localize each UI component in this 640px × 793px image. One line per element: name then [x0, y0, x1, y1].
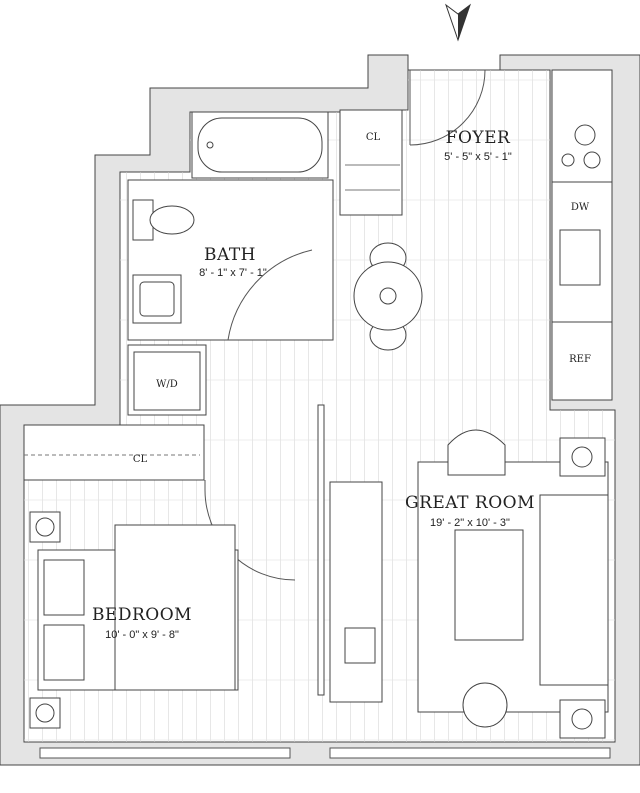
living-furniture [329, 429, 609, 739]
dining-table [353, 242, 423, 351]
windows [39, 747, 611, 759]
bed [29, 511, 239, 729]
foyer-label: FOYER [446, 128, 511, 148]
bedroom-closet: CL [23, 424, 205, 481]
entry-door [409, 69, 486, 146]
great-room-dims: 19' - 2" x 10' - 3" [430, 517, 510, 529]
bath-room: BATH 8' - 1" x 7' - 1" [127, 111, 334, 341]
great-room-label: GREAT ROOM [405, 493, 535, 513]
washer-dryer: W/D [127, 344, 207, 416]
bedroom-label: BEDROOM [92, 605, 192, 625]
foyer-dims: 5' - 5" x 5' - 1" [444, 151, 512, 163]
washer-dryer-label: W/D [156, 379, 178, 390]
dishwasher-label: DW [571, 202, 590, 213]
bath-dims: 8' - 1" x 7' - 1" [199, 267, 267, 279]
north-arrow-icon [445, 3, 471, 42]
bath-label: BATH [204, 245, 256, 265]
bedroom-closet-label: CL [133, 454, 148, 465]
kitchen: DW REF [551, 69, 613, 401]
foyer-closet-label: CL [366, 132, 381, 143]
foyer-closet: CL [339, 109, 403, 216]
bedroom-dims: 10' - 0" x 9' - 8" [105, 629, 179, 641]
refrigerator-label: REF [569, 354, 591, 365]
